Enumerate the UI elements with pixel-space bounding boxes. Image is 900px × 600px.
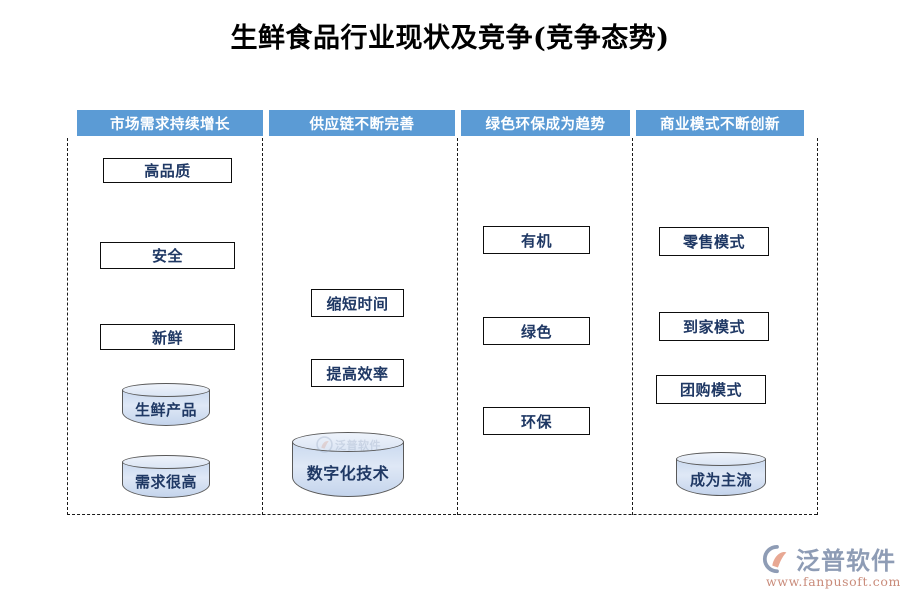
node-high-demand[interactable]: 需求很高 [122,455,210,498]
node-organic[interactable]: 有机 [483,226,590,254]
node-label: 数字化技术 [306,463,390,483]
lane-divider-right [817,138,818,515]
node-retail-model[interactable]: 零售模式 [659,227,769,256]
node-delivery-model[interactable]: 到家模式 [659,312,769,341]
node-label: 成为主流 [689,470,752,489]
page-title: 生鲜食品行业现状及竞争(竞争态势) [230,23,670,54]
lane-divider-1 [262,138,263,515]
column-header-market-demand[interactable]: 市场需求持续增长 [77,110,263,136]
lane-divider-2 [457,138,458,515]
cylinder-top [292,432,404,452]
logo-website-url: www.fanpusoft.com [766,574,900,589]
cylinder-top [122,455,210,469]
lane-divider-left [67,138,68,515]
node-group-buying-model[interactable]: 团购模式 [656,375,766,404]
node-freshness[interactable]: 新鲜 [100,324,235,350]
node-high-quality[interactable]: 高品质 [103,158,232,183]
column-header-business-model[interactable]: 商业模式不断创新 [636,110,804,136]
node-green[interactable]: 绿色 [483,317,590,345]
node-environmental-protection[interactable]: 环保 [483,407,590,435]
logo-company-name: 泛普软件 [796,547,896,575]
node-label: 生鲜产品 [134,401,197,419]
lane-divider-3 [632,138,633,515]
column-header-supply-chain[interactable]: 供应链不断完善 [269,110,455,136]
cylinder-top [122,383,210,397]
cylinder-top [676,452,766,466]
node-fresh-products[interactable]: 生鲜产品 [122,383,210,426]
fanpu-logo-icon [762,544,792,574]
column-header-green-trend[interactable]: 绿色环保成为趋势 [461,110,630,136]
node-becoming-mainstream[interactable]: 成为主流 [676,452,766,496]
node-safety[interactable]: 安全 [100,242,235,269]
logo-row: 泛普软件 [762,541,896,576]
node-shorten-time[interactable]: 缩短时间 [311,289,404,317]
node-improve-efficiency[interactable]: 提高效率 [311,359,404,387]
lane-bottom-border [67,514,817,515]
node-label: 需求很高 [134,473,197,491]
node-digital-technology[interactable]: 泛普软件 数字化技术 [292,432,404,497]
company-logo: 泛普软件 www.fanpusoft.com [762,541,900,591]
